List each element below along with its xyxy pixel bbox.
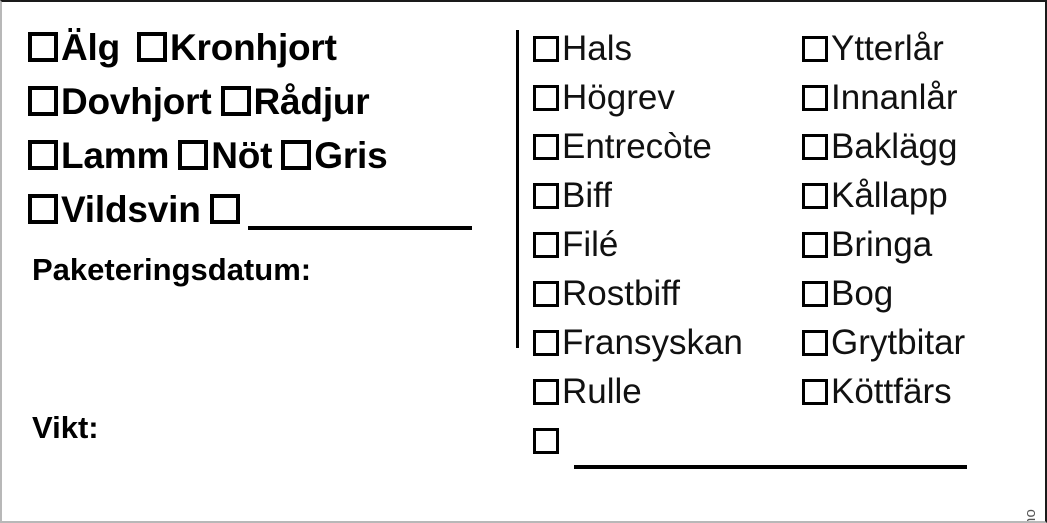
checkbox-fransyskan[interactable] (533, 329, 559, 356)
cut-label: Bringa (831, 225, 933, 264)
cut-label: Baklägg (831, 127, 958, 166)
cut-row: Bringa (802, 220, 965, 269)
cut-row: Ytterlår (802, 24, 965, 73)
packing-date-field-label: Paketeringsdatum: (32, 252, 312, 287)
checkbox-biff[interactable] (533, 182, 559, 209)
cuts-column-middle: Hals Högrev Entrecòte Biff Filé Rostbiff… (533, 24, 743, 465)
checkbox-baklagg[interactable] (802, 133, 828, 160)
cut-row: Baklägg (802, 122, 965, 171)
animal-row: Lamm Nöt Gris (28, 128, 508, 182)
cuts-column-right: Ytterlår Innanlår Baklägg Kållapp Bringa… (802, 24, 965, 416)
cut-label: Ytterlår (831, 29, 944, 68)
checkbox-vildsvin[interactable] (28, 194, 58, 224)
checkbox-ytterlar[interactable] (802, 35, 828, 62)
cut-label: Filé (562, 225, 619, 264)
cut-label: Bog (831, 274, 894, 313)
animal-label: Dovhjort (61, 80, 212, 122)
cut-label: Entrecòte (562, 127, 712, 166)
cut-label: Rulle (562, 372, 642, 411)
cut-label: Högrev (562, 78, 675, 117)
checkbox-rostbiff[interactable] (533, 280, 559, 307)
animal-row: Älg Kronhjort (28, 20, 508, 74)
animal-row: Dovhjort Rådjur (28, 74, 508, 128)
cut-row: Rostbiff (533, 269, 743, 318)
checkbox-gris[interactable] (281, 140, 312, 170)
attribution-text: Levert av podkart.no (1022, 509, 1039, 521)
animal-row: Vildsvin (28, 182, 508, 236)
animal-species-column: Älg Kronhjort Dovhjort Rådjur Lamm Nöt G… (28, 20, 508, 236)
checkbox-rulle[interactable] (533, 378, 559, 405)
checkbox-entrecote[interactable] (533, 133, 559, 160)
checkbox-hogrev[interactable] (533, 84, 559, 111)
animal-label: Älg (61, 26, 121, 68)
animal-label: Gris (314, 134, 388, 176)
cut-row: Köttfärs (802, 367, 965, 416)
cut-row: Fransyskan (533, 318, 743, 367)
cut-row: Hals (533, 24, 743, 73)
cut-row (533, 416, 743, 465)
checkbox-other-species[interactable] (209, 194, 240, 224)
cut-label: Biff (562, 176, 612, 215)
checkbox-file[interactable] (533, 231, 559, 258)
cut-row: Filé (533, 220, 743, 269)
cut-row: Innanlår (802, 73, 965, 122)
checkbox-alg[interactable] (28, 32, 58, 62)
animal-label: Vildsvin (61, 188, 201, 230)
cut-row: Rulle (533, 367, 743, 416)
checkbox-bog[interactable] (802, 280, 828, 307)
cut-label: Köttfärs (831, 372, 952, 411)
cut-label: Fransyskan (562, 323, 743, 362)
checkbox-hals[interactable] (533, 35, 559, 62)
checkbox-kallapp[interactable] (802, 182, 828, 209)
cut-row: Kållapp (802, 171, 965, 220)
other-cut-write-in-rule[interactable] (574, 465, 967, 469)
weight-field-label: Vikt: (32, 410, 99, 445)
animal-label: Kronhjort (170, 26, 337, 68)
checkbox-kronhjort[interactable] (137, 32, 168, 62)
checkbox-lamm[interactable] (28, 140, 58, 170)
cut-label: Innanlår (831, 78, 958, 117)
checkbox-kottfars[interactable] (802, 378, 828, 405)
cut-label: Kållapp (831, 176, 948, 215)
checkbox-not[interactable] (178, 140, 209, 170)
checkbox-innanlar[interactable] (802, 84, 828, 111)
cut-label: Hals (562, 29, 633, 68)
cut-row: Grytbitar (802, 318, 965, 367)
cut-row: Bog (802, 269, 965, 318)
cut-label: Rostbiff (562, 274, 681, 313)
animal-label: Nöt (211, 134, 273, 176)
checkbox-dovhjort[interactable] (28, 86, 58, 116)
checkbox-other-cut[interactable] (533, 427, 559, 454)
animal-label: Rådjur (253, 80, 370, 122)
cut-row: Högrev (533, 73, 743, 122)
cut-label: Grytbitar (831, 323, 966, 362)
checkbox-radjur[interactable] (220, 86, 251, 116)
cut-row: Entrecòte (533, 122, 743, 171)
column-divider (516, 30, 519, 348)
checkbox-grytbitar[interactable] (802, 329, 828, 356)
animal-label: Lamm (61, 134, 170, 176)
checkbox-bringa[interactable] (802, 231, 828, 258)
cut-row: Biff (533, 171, 743, 220)
other-species-write-in-rule[interactable] (247, 226, 472, 230)
